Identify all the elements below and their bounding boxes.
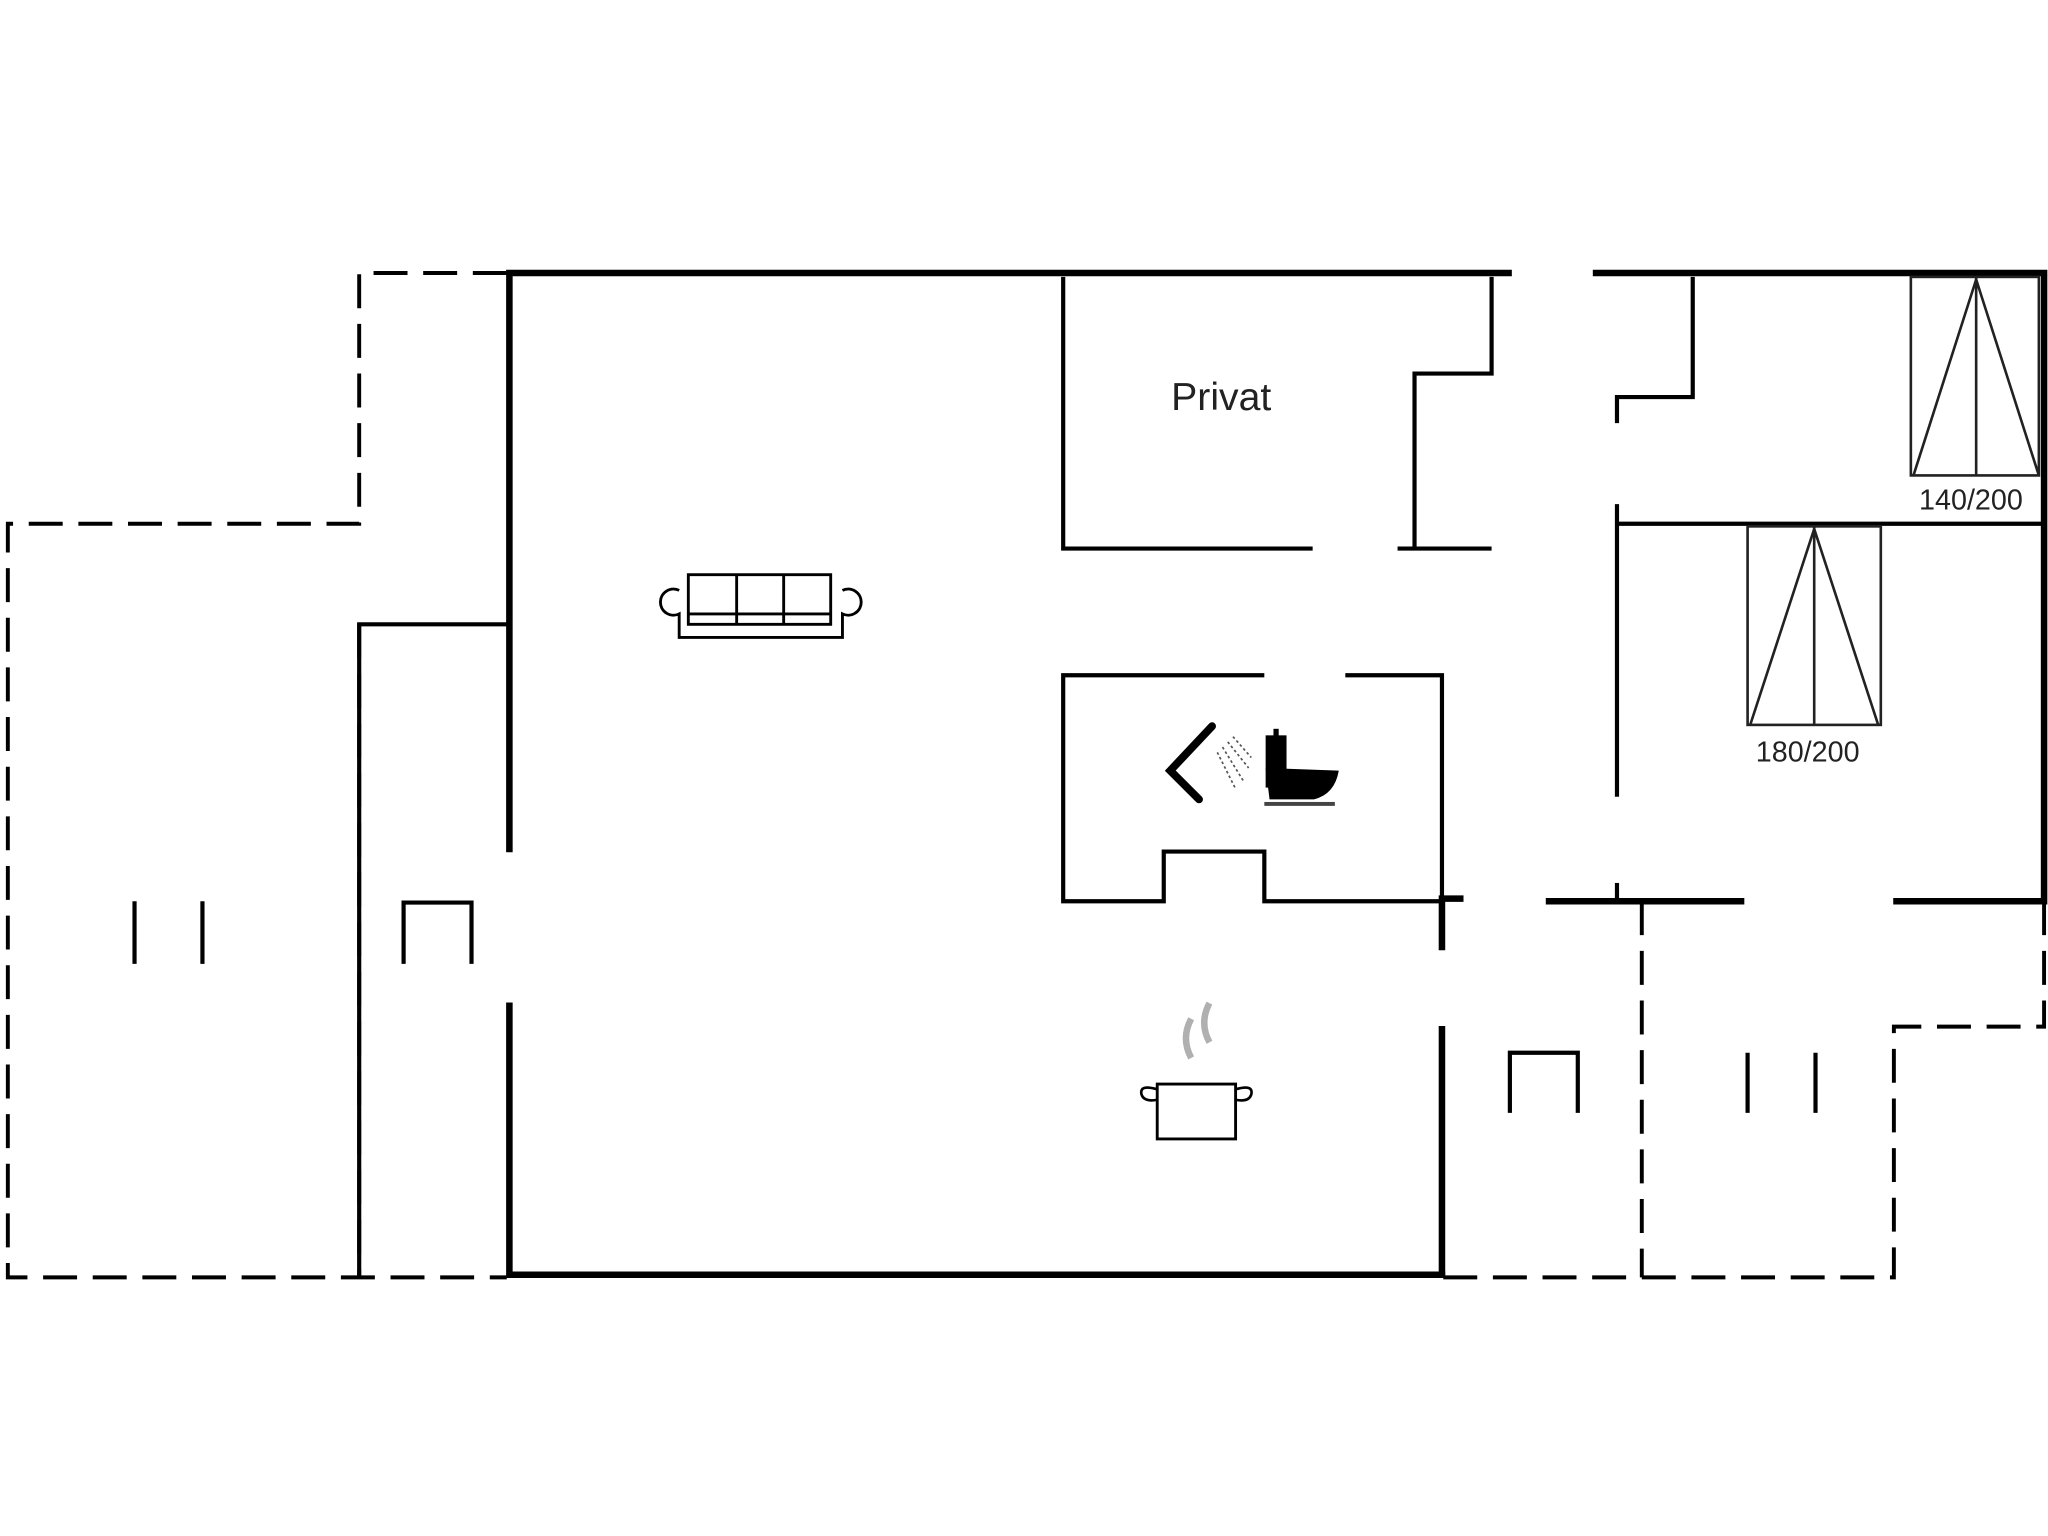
bed-label: 140/200 [1919, 484, 2023, 516]
bed-140-200: 140/200 [1909, 275, 2041, 516]
room-privat [1061, 276, 1494, 551]
cooking-pot-icon [1139, 1001, 1253, 1141]
bed-180-200: 180/200 [1746, 524, 1883, 768]
bedroom-walls [1614, 276, 2042, 902]
room-label-privat: Privat [1171, 376, 1271, 419]
terrace-left-outline [5, 271, 507, 1280]
terrace-left-inner [357, 622, 510, 1278]
bed-label: 180/200 [1756, 736, 1860, 768]
sofa-icon [659, 573, 863, 639]
room-bathroom [1061, 673, 1445, 904]
window-marks [132, 900, 1818, 1113]
shower-icon [1164, 722, 1252, 804]
terrace-right-outline [1441, 901, 2047, 1280]
toilet-icon [1264, 728, 1339, 806]
exterior-walls [506, 269, 2048, 1279]
